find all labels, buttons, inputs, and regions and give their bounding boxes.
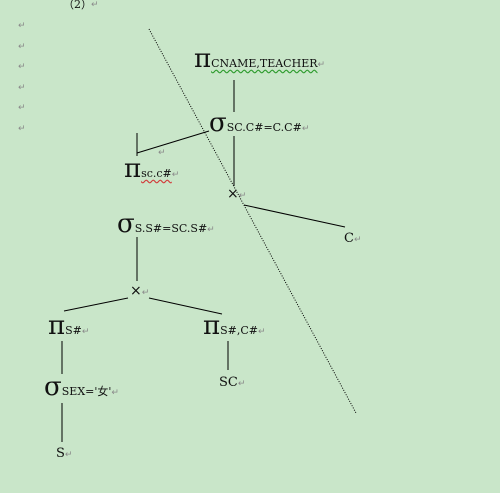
node-join-mid: ×↵: [130, 282, 149, 298]
paragraph-mark: ↵: [238, 191, 247, 201]
paragraph-mark: ↵: [91, 0, 99, 10]
paragraph-mark: ↵: [18, 21, 26, 31]
paragraph-mark: ↵: [18, 124, 26, 134]
paragraph-mark: ↵: [317, 60, 326, 70]
paragraph-mark: ↵: [111, 388, 119, 398]
pi-subscript: CNAME,TEACHER: [211, 57, 318, 70]
relation-c: C: [344, 231, 354, 246]
edge-join-c: [243, 204, 346, 228]
edge-join-pi-s: [63, 297, 129, 312]
paragraph-mark: ↵: [141, 288, 150, 298]
dividing-dotted-line: [148, 28, 357, 414]
paragraph-mark: ↵: [237, 379, 246, 389]
edge-join-pi-sc: [148, 297, 223, 315]
relation-sc: SC: [219, 375, 238, 390]
node-sigma-mid: σS.S#=SC.S#↵: [117, 211, 215, 237]
paragraph-mark: ↵: [18, 42, 26, 52]
pi-symbol: π: [48, 311, 66, 341]
node-s-leaf: S↵: [56, 444, 72, 460]
paragraph-mark: ↵: [158, 148, 166, 158]
paragraph-mark: ↵: [353, 235, 362, 245]
paragraph-mark: ↵: [171, 170, 180, 180]
pi-subscript: sc.c#: [141, 167, 172, 180]
sigma-symbol: σ: [117, 209, 135, 239]
sigma-symbol: σ: [209, 108, 227, 138]
cartesian-product-symbol: ×: [227, 186, 239, 202]
pi-subscript: S#: [65, 324, 82, 337]
sigma-subscript: S.S#=SC.S#: [134, 222, 208, 235]
paragraph-mark: ↵: [81, 327, 90, 337]
paragraph-mark: ↵: [64, 450, 73, 460]
node-join-top: ×↵: [227, 185, 246, 201]
node-c-leaf: C↵: [344, 229, 362, 245]
section-label: （2）: [63, 0, 92, 11]
pi-symbol: π: [194, 44, 212, 74]
cartesian-product-symbol: ×: [130, 283, 142, 299]
paragraph-mark: ↵: [257, 327, 266, 337]
sigma-subscript: SEX='女': [61, 385, 112, 398]
node-pi-s-c: πS#,C#↵: [203, 313, 266, 339]
node-sigma-sex: σSEX='女'↵: [44, 374, 119, 400]
pi-symbol: π: [124, 154, 142, 184]
paragraph-mark: ↵: [18, 62, 26, 72]
paragraph-mark: ↵: [18, 83, 26, 93]
sigma-symbol: σ: [44, 372, 62, 402]
relation-s: S: [56, 446, 65, 461]
node-pi-top: πCNAME,TEACHER↵: [194, 46, 325, 72]
paragraph-mark: ↵: [207, 225, 215, 235]
pi-symbol: π: [203, 311, 221, 341]
pi-subscript: S#,C#: [220, 324, 258, 337]
edge-sigma-pi-sc: [136, 130, 210, 154]
paragraph-mark: ↵: [18, 103, 26, 113]
sigma-subscript: SC.C#=C.C#: [226, 121, 302, 134]
node-pi-s: πS#↵: [48, 313, 89, 339]
node-sc-leaf: SC↵: [219, 373, 245, 389]
node-pi-sc-c: πsc.c#↵: [124, 156, 179, 182]
paragraph-mark: ↵: [301, 124, 310, 134]
node-sigma-top: σSC.C#=C.C#↵: [209, 110, 309, 136]
